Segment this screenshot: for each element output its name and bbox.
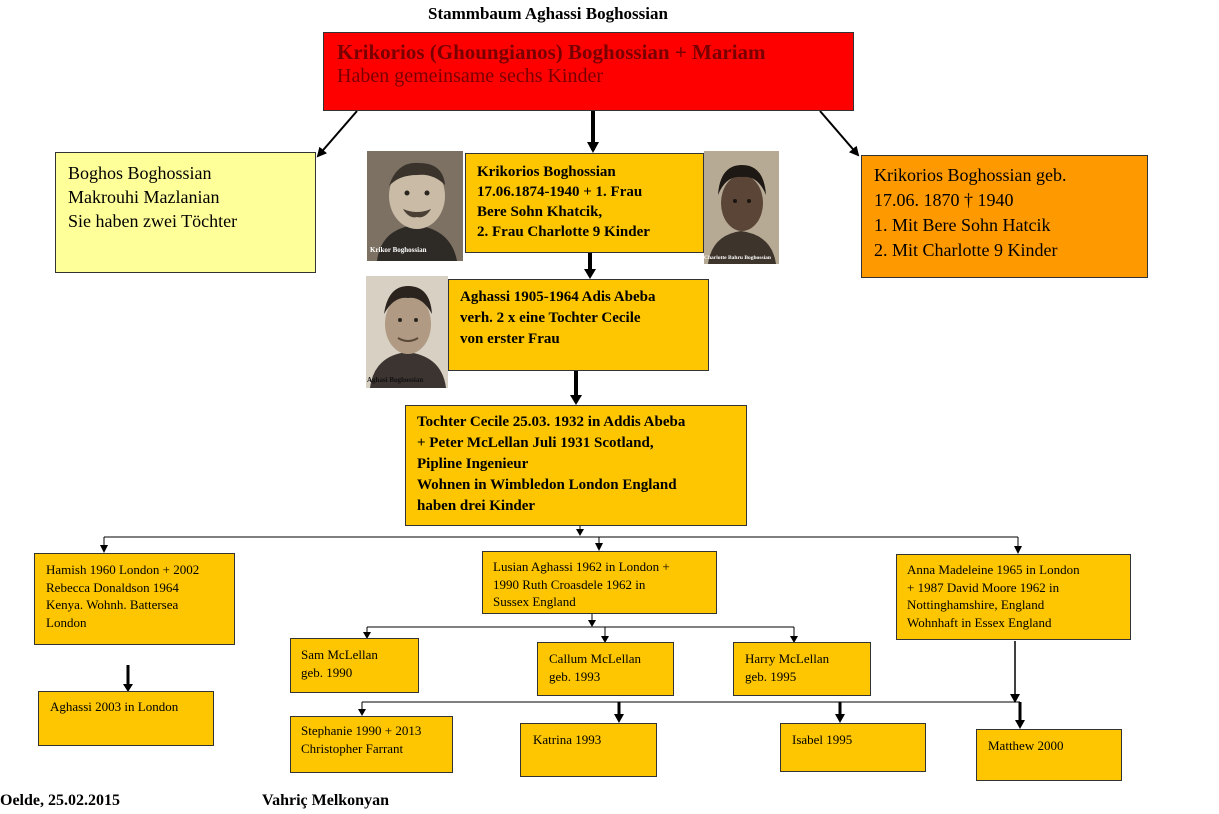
node-line: Isabel 1995 xyxy=(792,732,853,747)
node-line: Kenya. Wohnh. Battersea xyxy=(46,597,179,612)
node-root-krikorios-mariam: Krikorios (Ghoungianos) Boghossian + Mar… xyxy=(323,32,854,111)
node-line: 1. Mit Bere Sohn Hatcik xyxy=(874,215,1051,235)
arrow-root-boghos xyxy=(316,110,358,158)
node-line: Sie haben zwei Töchter xyxy=(68,211,238,231)
node-line: von erster Frau xyxy=(460,331,560,347)
node-cecile: Tochter Cecile 25.03. 1932 in Addis Abeb… xyxy=(405,405,747,526)
arrowhead-cecile-bar xyxy=(576,529,584,536)
node-line: Harry McLellan xyxy=(745,651,830,666)
node-line: Katrina 1993 xyxy=(533,732,602,747)
portrait-aghasi-icon xyxy=(366,276,448,388)
node-line: + 1987 David Moore 1962 in xyxy=(907,579,1060,595)
node-line: Rebecca Donaldson 1964 xyxy=(46,579,179,595)
node-isabel: Isabel 1995 xyxy=(780,723,926,772)
photo-aghasi-boghossian: Aghasi Boghossian xyxy=(366,276,448,388)
node-line: Nottinghamshire, England xyxy=(907,597,1045,612)
node-line: Krikorios Boghossian xyxy=(477,164,616,180)
node-matthew: Matthew 2000 xyxy=(976,729,1122,781)
caption-aghasi: Aghasi Boghossian xyxy=(367,376,424,384)
caption-charlotte: Charlotte Bahru Boghossian xyxy=(704,255,771,261)
node-line: 1990 Ruth Croasdele 1962 in xyxy=(493,576,646,592)
root-line-1: Krikorios (Ghoungianos) Boghossian + Mar… xyxy=(337,40,766,64)
node-callum: Callum McLellan geb. 1993 xyxy=(537,642,674,696)
node-katrina: Katrina 1993 xyxy=(520,723,657,777)
node-line: Stephanie 1990 + 2013 xyxy=(301,723,422,738)
node-aghassi-2003: Aghassi 2003 in London xyxy=(38,691,214,746)
node-line: Christopher Farrant xyxy=(301,741,404,756)
node-line: Krikorios Boghossian geb. xyxy=(874,165,1067,185)
node-krikorios-right: Krikorios Boghossian geb. 17.06. 1870 † … xyxy=(861,155,1148,278)
arrowhead-root-krikorios xyxy=(587,142,599,153)
node-line: Hamish 1960 London + 2002 xyxy=(46,562,200,577)
node-line: Aghassi 1905-1964 Adis Abeba xyxy=(460,289,656,305)
node-line: Wohnen in Wimbledon London England xyxy=(417,477,677,493)
arrow-root-right xyxy=(819,110,860,157)
arrowhead-katrina xyxy=(614,714,624,723)
node-line: geb. 1995 xyxy=(745,669,797,684)
node-line: 2. Mit Charlotte 9 Kinder xyxy=(874,240,1058,260)
arrowhead-sam xyxy=(363,632,371,639)
node-line: London xyxy=(46,614,87,630)
arrowhead-harry xyxy=(790,636,798,643)
arrowhead-matthew xyxy=(1015,720,1025,729)
photo-charlotte-boghossian: Charlotte Bahru Boghossian xyxy=(704,151,779,264)
node-stephanie: Stephanie 1990 + 2013 Christopher Farran… xyxy=(290,716,453,773)
caption-krikor: Krikor Boghossian xyxy=(370,246,427,254)
arrowhead-isabel xyxy=(835,714,845,723)
node-aghassi: Aghassi 1905-1964 Adis Abeba verh. 2 x e… xyxy=(448,279,709,371)
node-line: Anna Madeleine 1965 in London xyxy=(907,562,1080,577)
arrowhead-hamish-aghassi2003 xyxy=(123,684,133,692)
node-sam: Sam McLellan geb. 1990 xyxy=(290,638,419,693)
photo-krikor-boghossian: Krikor Boghossian xyxy=(367,151,463,261)
root-line-2: Haben gemeinsame sechs Kinder xyxy=(337,65,604,87)
node-line: Callum McLellan xyxy=(549,651,642,666)
arrowhead-lusian-kids xyxy=(588,620,596,627)
portrait-krikor-icon xyxy=(367,151,463,261)
footer-author: Vahriç Melkonyan xyxy=(262,792,389,809)
node-line: + Peter McLellan Juli 1931 Scotland, xyxy=(417,435,654,451)
arrowhead-hamish xyxy=(100,545,108,553)
node-harry: Harry McLellan geb. 1995 xyxy=(733,642,871,696)
arrowhead-anna xyxy=(1014,546,1022,554)
node-line: Wohnhaft in Essex England xyxy=(907,614,1052,630)
node-lusian: Lusian Aghassi 1962 in London + 1990 Rut… xyxy=(482,551,717,614)
node-line: haben drei Kinder xyxy=(417,498,536,514)
arrowhead-callum xyxy=(601,636,609,643)
node-line: Sam McLellan xyxy=(301,647,378,662)
node-line: Pipline Ingenieur xyxy=(417,456,529,472)
node-line: Bere Sohn Khatcik, xyxy=(477,204,603,220)
node-line: geb. 1990 xyxy=(301,665,353,680)
node-line: Matthew 2000 xyxy=(988,738,1064,753)
arrowhead-aghassi-cecile xyxy=(570,395,582,405)
node-line: Sussex England xyxy=(493,594,576,609)
node-line: Lusian Aghassi 1962 in London + xyxy=(493,559,670,574)
node-krikorios-main: Krikorios Boghossian 17.06.1874-1940 + 1… xyxy=(465,153,704,253)
node-line: Aghassi 2003 in London xyxy=(50,699,179,714)
node-line: verh. 2 x eine Tochter Cecile xyxy=(460,310,641,326)
node-anna: Anna Madeleine 1965 in London + 1987 Dav… xyxy=(896,554,1131,640)
node-line: geb. 1993 xyxy=(549,669,601,684)
arrowhead-anna-down xyxy=(1010,694,1020,703)
node-line: Makrouhi Mazlanian xyxy=(68,187,220,207)
arrowhead-stephanie xyxy=(358,709,366,716)
node-boghos: Boghos Boghossian Makrouhi Mazlanian Sie… xyxy=(55,152,316,273)
node-hamish: Hamish 1960 London + 2002 Rebecca Donald… xyxy=(34,553,235,645)
node-line: 17.06. 1870 † 1940 xyxy=(874,190,1014,210)
node-line: Tochter Cecile 25.03. 1932 in Addis Abeb… xyxy=(417,414,686,430)
node-line: 17.06.1874-1940 + 1. Frau xyxy=(477,184,643,200)
arrowhead-lusian xyxy=(595,543,603,551)
footer-place-date: Oelde, 25.02.2015 xyxy=(0,792,120,809)
diagram-title: Stammbaum Aghassi Boghossian xyxy=(428,4,668,23)
node-line: 2. Frau Charlotte 9 Kinder xyxy=(477,224,650,240)
arrowhead-krikorios-aghassi xyxy=(584,269,596,279)
node-line: Boghos Boghossian xyxy=(68,163,212,183)
portrait-charlotte-icon xyxy=(704,151,779,264)
